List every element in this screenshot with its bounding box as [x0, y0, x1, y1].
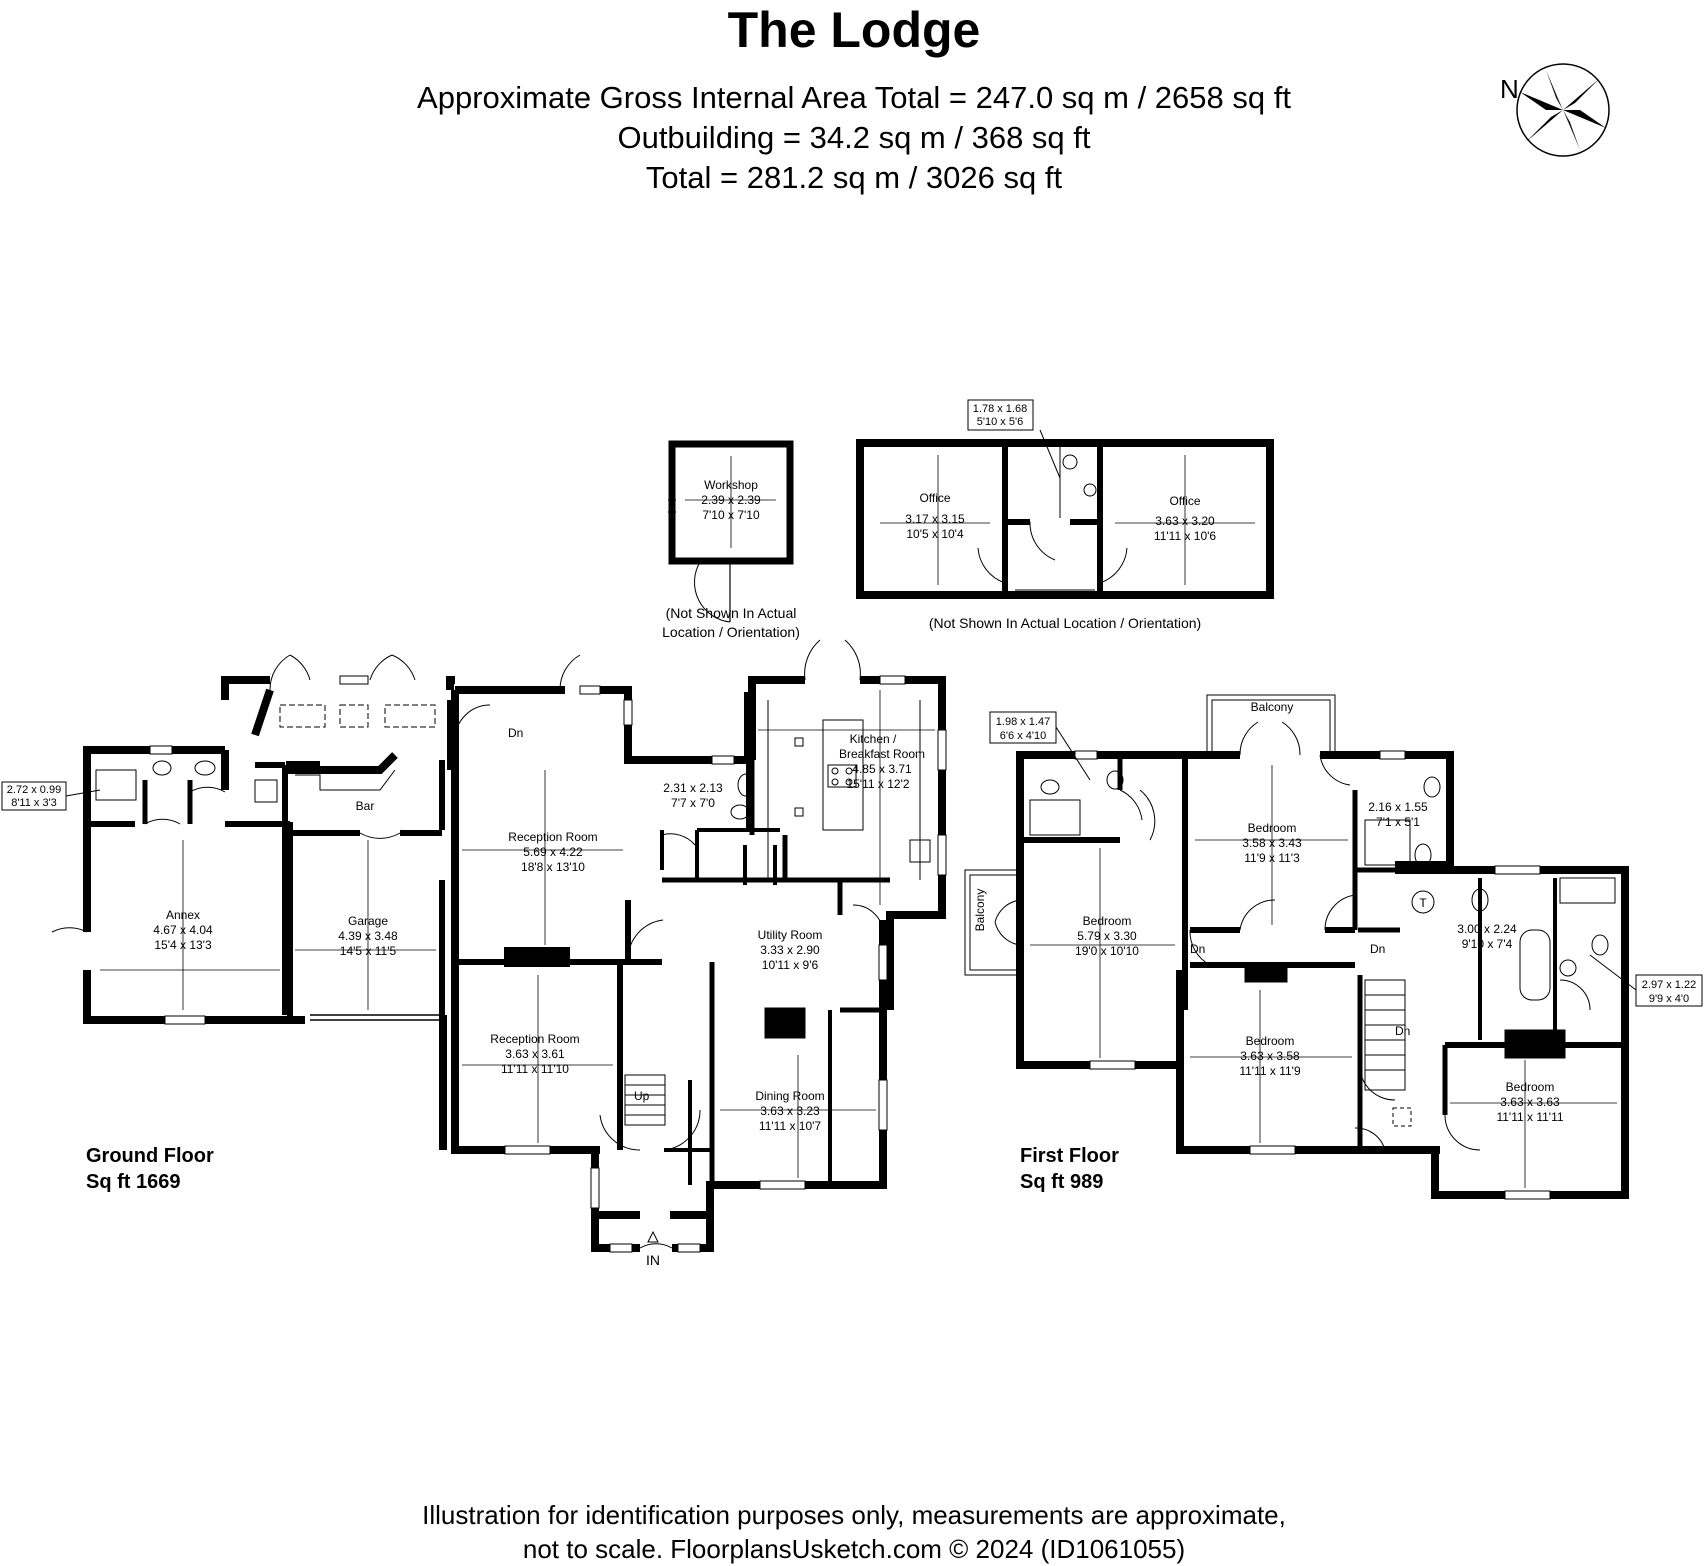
utility-metric: 3.33 x 2.90	[760, 943, 820, 957]
first-floor-sqft: Sq ft 989	[1020, 1171, 1104, 1193]
reception2-metric: 3.63 x 3.61	[505, 1047, 565, 1061]
bedroom2-metric: 3.58 x 3.43	[1242, 836, 1302, 850]
ensuite1-dimension-box	[989, 711, 1057, 744]
bedroom4-metric: 3.63 x 3.63	[1500, 1095, 1560, 1109]
balcony-top-label: Balcony	[1251, 700, 1294, 714]
disclaimer-line2: not to scale. FloorplansUsketch.com © 20…	[522, 1534, 1186, 1564]
workshop-metric: 2.39 x 2.39	[701, 493, 761, 507]
bedroom1-label: Bedroom	[1083, 914, 1132, 928]
bathroom-metric: 3.00 x 2.24	[1457, 922, 1517, 936]
reception2-imperial: 11'11 x 11'10	[501, 1062, 569, 1076]
first-dn-label-2: Dn	[1370, 942, 1385, 956]
cloak-metric: 2.31 x 2.13	[663, 781, 723, 795]
first-dn-label-3: Dn	[1395, 1024, 1410, 1038]
outbuilding-offices	[856, 439, 1274, 599]
outbuilding-note-line2: Location / Orientation)	[662, 624, 800, 640]
area-total: Approximate Gross Internal Area Total = …	[417, 80, 1291, 115]
entrance-arrow-icon	[647, 1230, 659, 1243]
office-left-metric: 3.17 x 3.15	[905, 512, 965, 526]
ensuite1-metric: 1.98 x 1.47	[996, 716, 1050, 728]
ensuite2-imperial: 7'1 x 5'1	[1376, 815, 1420, 829]
bar-label: Bar	[356, 799, 375, 813]
area-outbuilding: Outbuilding = 34.2 sq m / 368 sq ft	[617, 120, 1091, 155]
ensuite3-dimension-box	[1635, 974, 1703, 1007]
ensuite1-imperial: 6'6 x 4'10	[1000, 730, 1046, 742]
office-right-label: Office	[1169, 494, 1200, 508]
outbuilding-wc-imperial: 5'10 x 5'6	[977, 416, 1023, 428]
offices-note: (Not Shown In Actual Location / Orientat…	[929, 615, 1201, 631]
bedroom3-metric: 3.63 x 3.58	[1240, 1049, 1300, 1063]
wc-dimension-box	[967, 399, 1034, 431]
bedroom3-label: Bedroom	[1246, 1034, 1295, 1048]
bedroom1-metric: 5.79 x 3.30	[1077, 929, 1137, 943]
outbuilding-workshop	[668, 440, 794, 623]
outbuilding-wc-metric: 1.78 x 1.68	[973, 403, 1027, 415]
reception1-imperial: 18'8 x 13'10	[521, 860, 585, 874]
tank-label: T	[1419, 896, 1427, 910]
ground-floor-sqft: Sq ft 1669	[86, 1171, 181, 1193]
first-floor-details	[964, 694, 1617, 1200]
reception1-label: Reception Room	[508, 830, 597, 844]
annex-shower-metric: 2.72 x 0.99	[7, 784, 61, 796]
reception1-metric: 5.69 x 4.22	[523, 845, 583, 859]
annex-imperial: 15'4 x 13'3	[154, 938, 212, 952]
garage-imperial: 14'5 x 11'5	[340, 944, 397, 958]
annex-label: Annex	[166, 908, 200, 922]
ground-floor-name: Ground Floor	[86, 1145, 214, 1167]
dining-imperial: 11'11 x 10'7	[759, 1119, 822, 1133]
north-label: N	[1500, 74, 1519, 104]
utility-label: Utility Room	[758, 928, 823, 942]
ground-dn-label: Dn	[508, 726, 523, 740]
entrance-label: IN	[646, 1252, 660, 1268]
first-floor-name: First Floor	[1020, 1145, 1119, 1167]
bedroom4-label: Bedroom	[1506, 1080, 1555, 1094]
workshop-imperial: 7'10 x 7'10	[702, 508, 760, 522]
annex-metric: 4.67 x 4.04	[153, 923, 213, 937]
bedroom2-imperial: 11'9 x 11'3	[1244, 851, 1300, 865]
annex-shower-imperial: 8'11 x 3'3	[11, 797, 57, 809]
ensuite2-metric: 2.16 x 1.55	[1368, 800, 1428, 814]
compass-icon: N	[1500, 63, 1610, 157]
bathroom-imperial: 9'10 x 7'4	[1462, 937, 1513, 951]
office-left-label: Office	[919, 491, 950, 505]
kitchen-label-line2: Breakfast Room	[839, 747, 925, 761]
plan-title: The Lodge	[727, 2, 981, 58]
first-dn-label-1: Dn	[1190, 942, 1205, 956]
area-grand-total: Total = 281.2 sq m / 3026 sq ft	[645, 160, 1063, 195]
bedroom3-imperial: 11'11 x 11'9	[1239, 1064, 1301, 1078]
balcony-side-label: Balcony	[973, 889, 987, 932]
kitchen-imperial: 15'11 x 12'2	[846, 777, 909, 791]
bedroom1-imperial: 19'0 x 10'10	[1075, 944, 1139, 958]
cloak-imperial: 7'7 x 7'0	[671, 796, 715, 810]
first-floor-walls	[1016, 751, 1629, 1199]
office-right-metric: 3.63 x 3.20	[1155, 514, 1215, 528]
dining-label: Dining Room	[755, 1089, 824, 1103]
bedroom2-label: Bedroom	[1248, 821, 1297, 835]
ground-up-label: Up	[634, 1089, 650, 1103]
annex-shower-dimension-box	[1, 781, 67, 811]
outbuilding-note-line1: (Not Shown In Actual	[666, 605, 797, 621]
kitchen-metric: 4.85 x 3.71	[852, 762, 912, 776]
reception2-label: Reception Room	[490, 1032, 579, 1046]
utility-imperial: 10'11 x 9'6	[762, 958, 819, 972]
office-left-imperial: 10'5 x 10'4	[906, 527, 964, 541]
workshop-label: Workshop	[704, 478, 758, 492]
disclaimer-line1: Illustration for identification purposes…	[422, 1500, 1286, 1530]
ground-floor-details	[51, 639, 947, 1253]
garage-label: Garage	[348, 914, 388, 928]
office-right-imperial: 11'11 x 10'6	[1154, 529, 1217, 543]
garage-metric: 4.39 x 3.48	[338, 929, 398, 943]
ensuite3-imperial: 9'9 x 4'0	[1649, 993, 1689, 1005]
kitchen-label-line1: Kitchen /	[850, 732, 897, 746]
dining-metric: 3.63 x 3.23	[760, 1104, 820, 1118]
bedroom4-imperial: 11'11 x 11'11	[1496, 1110, 1563, 1124]
ensuite3-metric: 2.97 x 1.22	[1642, 979, 1696, 991]
